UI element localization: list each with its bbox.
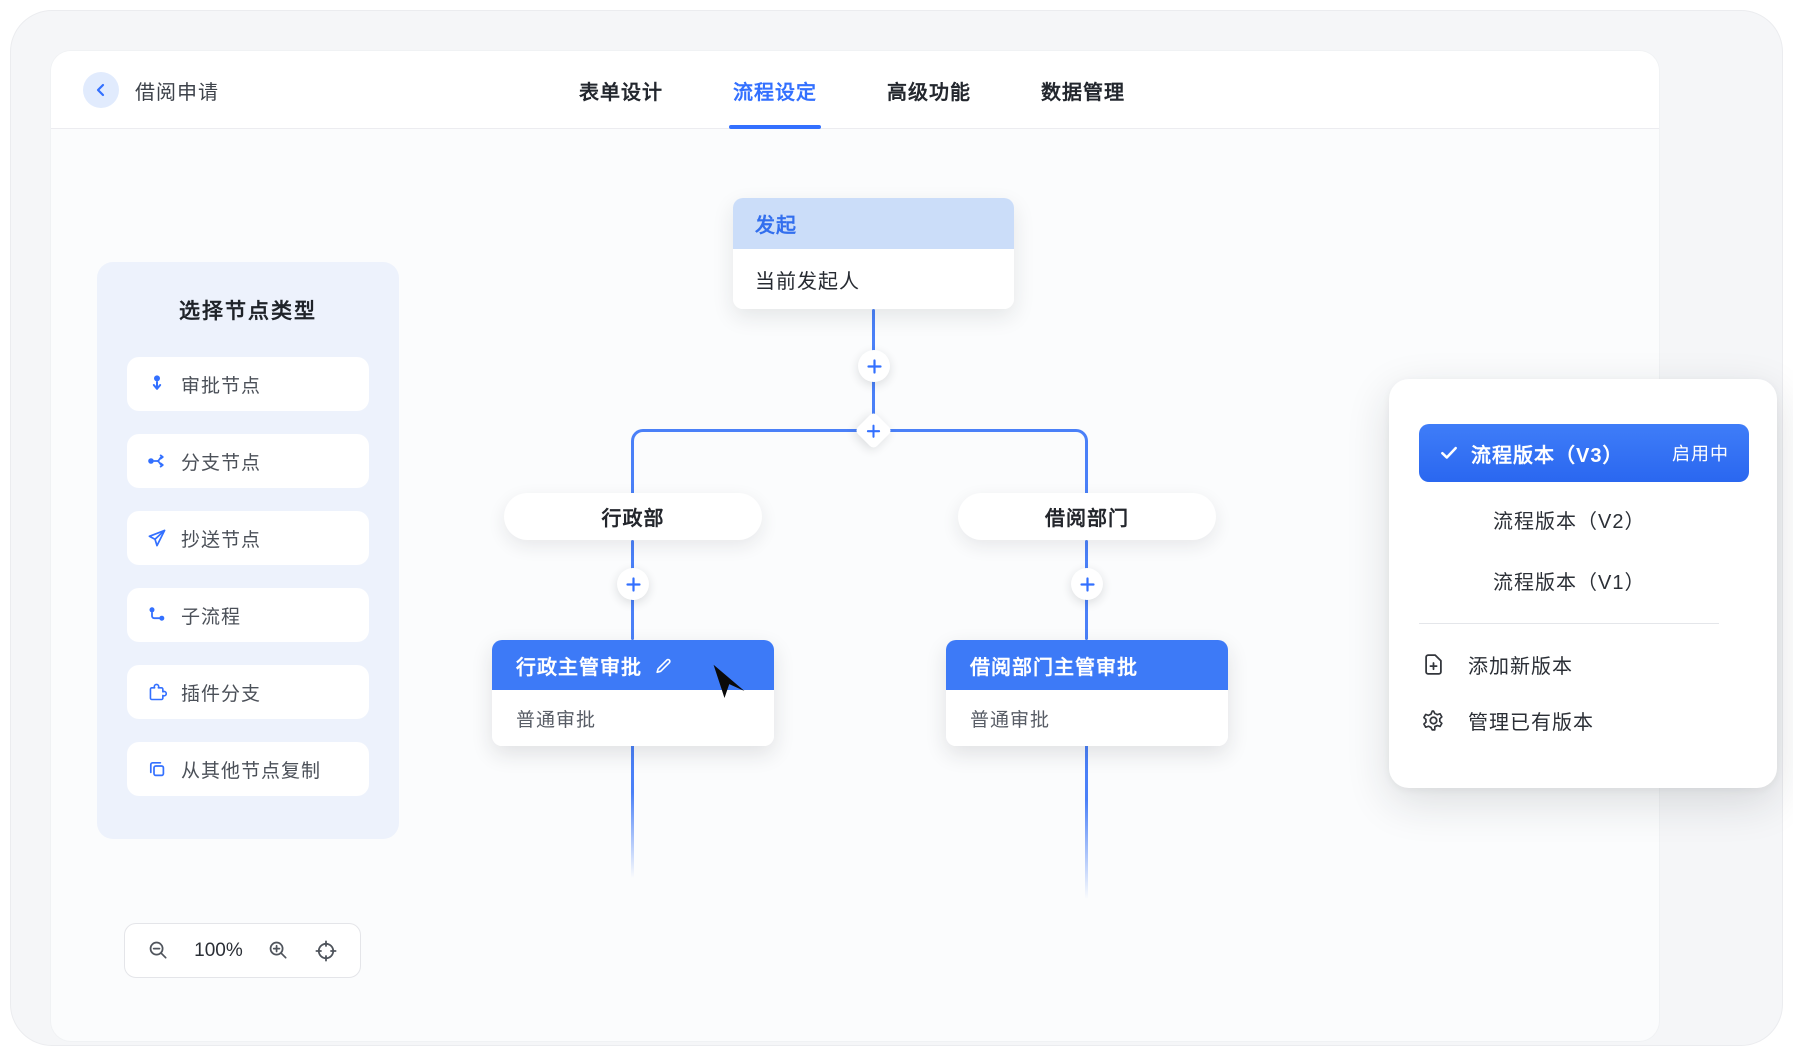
palette-item-label: 分支节点 bbox=[181, 452, 262, 474]
tab-process-settings[interactable]: 流程设定 bbox=[729, 51, 821, 129]
approval-node-subtitle: 普通审批 bbox=[946, 690, 1228, 746]
palette-item-label: 从其他节点复制 bbox=[181, 760, 322, 782]
tab-bar: 表单设计 流程设定 高级功能 数据管理 bbox=[579, 51, 1125, 129]
zoom-in-button[interactable] bbox=[267, 939, 290, 962]
plus-icon bbox=[625, 576, 641, 592]
palette-item-branch-node[interactable]: 分支节点 bbox=[127, 434, 369, 488]
palette-item-label: 插件分支 bbox=[181, 683, 262, 705]
version-option-v3[interactable]: 流程版本（V3） 启用中 bbox=[1419, 424, 1749, 482]
menu-action-label: 添加新版本 bbox=[1468, 655, 1573, 678]
connector-left-tail bbox=[631, 746, 634, 878]
add-node-button-left-branch[interactable] bbox=[617, 568, 649, 600]
manage-versions-button[interactable]: 管理已有版本 bbox=[1389, 692, 1777, 748]
version-option-v1[interactable]: 流程版本（V1） bbox=[1419, 551, 1749, 609]
zoom-level-value: 100% bbox=[194, 939, 243, 961]
page-title: 借阅申请 bbox=[135, 81, 219, 104]
branch-label-borrow-dept[interactable]: 借阅部门 bbox=[958, 493, 1216, 540]
tab-data-management[interactable]: 数据管理 bbox=[1041, 81, 1125, 104]
cc-node-icon bbox=[147, 528, 167, 548]
canvas-zoom-toolbar: 100% bbox=[124, 923, 361, 978]
plus-icon bbox=[866, 423, 881, 438]
version-option-label: 流程版本（V1） bbox=[1493, 571, 1646, 594]
palette-item-label: 子流程 bbox=[181, 606, 242, 628]
version-option-v2[interactable]: 流程版本（V2） bbox=[1419, 490, 1749, 548]
approval-node-title: 行政主管审批 bbox=[516, 656, 642, 679]
version-option-label: 流程版本（V3） bbox=[1471, 444, 1624, 467]
node-type-list: 审批节点 分支节点 抄送节点 bbox=[97, 357, 399, 796]
zoom-in-icon bbox=[269, 941, 287, 959]
add-node-button-right-branch[interactable] bbox=[1071, 568, 1103, 600]
palette-item-subprocess[interactable]: 子流程 bbox=[127, 588, 369, 642]
plugin-branch-icon bbox=[147, 682, 167, 702]
connector-right-tail bbox=[1085, 746, 1088, 899]
active-version-badge: 启用中 bbox=[1672, 444, 1729, 464]
check-icon bbox=[1441, 446, 1457, 459]
branch-label-admin-dept[interactable]: 行政部 bbox=[504, 493, 762, 540]
zoom-out-button[interactable] bbox=[147, 939, 170, 962]
edit-pencil-icon[interactable] bbox=[654, 656, 673, 675]
node-type-panel: 选择节点类型 审批节点 分支节点 bbox=[97, 262, 399, 839]
palette-item-label: 抄送节点 bbox=[181, 529, 262, 551]
connector-branch-split bbox=[631, 429, 1088, 493]
top-header: 借阅申请 表单设计 流程设定 高级功能 数据管理 bbox=[51, 51, 1659, 129]
approval-node-admin-supervisor[interactable]: 行政主管审批 普通审批 bbox=[492, 640, 774, 746]
back-button[interactable] bbox=[83, 72, 119, 108]
approval-node-icon bbox=[147, 374, 167, 394]
add-node-button-after-start[interactable] bbox=[858, 350, 890, 382]
menu-divider bbox=[1419, 623, 1719, 624]
approval-node-header: 借阅部门主管审批 bbox=[946, 640, 1228, 690]
tab-advanced-features[interactable]: 高级功能 bbox=[887, 81, 971, 104]
palette-item-cc-node[interactable]: 抄送节点 bbox=[127, 511, 369, 565]
palette-item-copy-node[interactable]: 从其他节点复制 bbox=[127, 742, 369, 796]
plus-icon bbox=[866, 358, 882, 374]
tab-form-design[interactable]: 表单设计 bbox=[579, 81, 663, 104]
approval-node-borrow-dept-supervisor[interactable]: 借阅部门主管审批 普通审批 bbox=[946, 640, 1228, 746]
version-option-label: 流程版本（V2） bbox=[1493, 510, 1646, 533]
add-version-icon bbox=[1425, 653, 1442, 675]
menu-action-label: 管理已有版本 bbox=[1468, 711, 1594, 734]
mouse-cursor-icon bbox=[711, 663, 747, 706]
start-node-title: 发起 bbox=[733, 198, 1014, 249]
add-branch-button[interactable] bbox=[854, 411, 893, 450]
process-version-menu: 流程版本（V3） 启用中 流程版本（V2） 流程版本（V1） 添加新版本 管理已… bbox=[1389, 379, 1777, 788]
plus-icon bbox=[1079, 576, 1095, 592]
approval-node-title: 借阅部门主管审批 bbox=[970, 656, 1138, 679]
start-node[interactable]: 发起 当前发起人 bbox=[733, 198, 1014, 309]
zoom-out-icon bbox=[149, 941, 167, 959]
palette-item-label: 审批节点 bbox=[181, 375, 262, 397]
chevron-left-icon bbox=[96, 83, 105, 97]
branch-node-icon bbox=[147, 451, 167, 471]
copy-node-icon bbox=[147, 759, 167, 779]
palette-item-approval-node[interactable]: 审批节点 bbox=[127, 357, 369, 411]
add-new-version-button[interactable]: 添加新版本 bbox=[1389, 636, 1777, 692]
approval-node-subtitle: 普通审批 bbox=[492, 690, 774, 746]
node-type-panel-title: 选择节点类型 bbox=[179, 300, 317, 323]
crosshair-icon bbox=[315, 940, 337, 961]
palette-item-plugin-branch[interactable]: 插件分支 bbox=[127, 665, 369, 719]
start-node-subtitle: 当前发起人 bbox=[733, 249, 1014, 309]
manage-versions-icon bbox=[1423, 709, 1443, 731]
subprocess-icon bbox=[147, 605, 167, 625]
outer-frame: 借阅申请 表单设计 流程设定 高级功能 数据管理 选择节点类型 审批节点 bbox=[10, 10, 1783, 1046]
fit-view-button[interactable] bbox=[314, 939, 338, 963]
